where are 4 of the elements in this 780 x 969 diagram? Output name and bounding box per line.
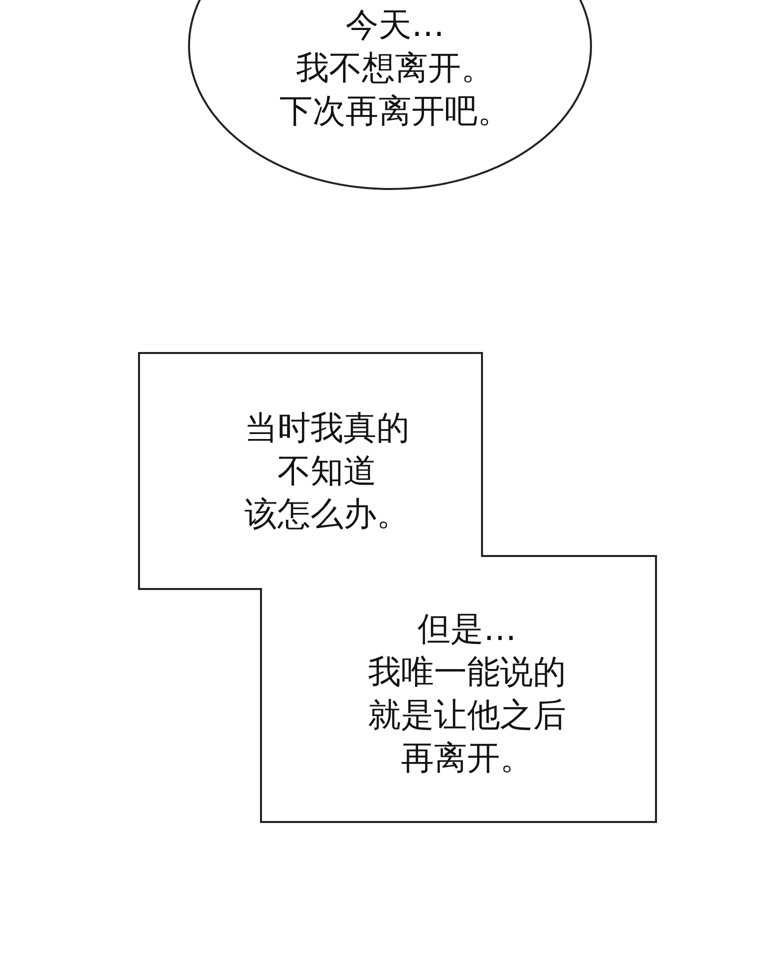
dialogue-text: 今天…我不想离开。下次再离开吧。 xyxy=(280,4,510,132)
dialogue-text: 当时我真的不知道该怎么办。 xyxy=(244,407,410,535)
dialogue-text: 但是…我唯一能说的就是让他之后再离开。 xyxy=(368,608,566,779)
narration-box xyxy=(138,352,657,823)
